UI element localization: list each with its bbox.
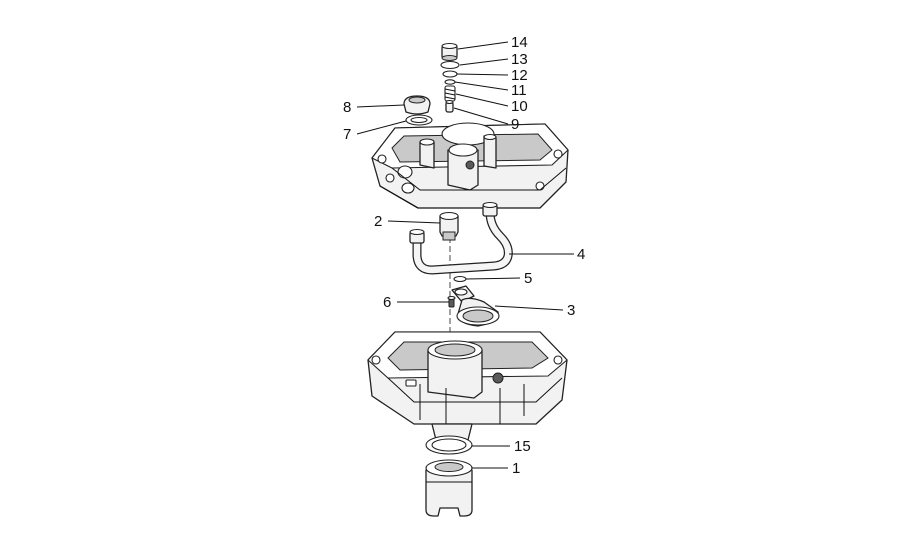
callout-13: 13 — [511, 51, 528, 68]
part-3-strainer — [451, 285, 500, 327]
part-14-plug — [441, 42, 458, 61]
part-7-seal — [405, 114, 433, 126]
part-10-spring — [444, 85, 456, 102]
callout-15: 15 — [514, 438, 531, 455]
callout-10: 10 — [511, 98, 528, 115]
leader-lines — [356, 41, 574, 469]
callout-6: 6 — [383, 294, 391, 311]
callout-12: 12 — [511, 67, 528, 84]
part-9-valve — [445, 99, 454, 113]
callout-3: 3 — [567, 302, 575, 319]
part-8-cap — [403, 95, 431, 115]
part-2-fitting — [439, 211, 459, 241]
callout-11: 11 — [511, 82, 527, 99]
part-4-oil-pipe — [409, 201, 513, 275]
part-13-washer — [440, 60, 460, 70]
callout-14: 14 — [511, 34, 528, 51]
lower-oil-pan — [367, 331, 568, 441]
part-15-gasket — [425, 435, 473, 455]
part-12-washer — [442, 70, 458, 78]
part-6-screw — [447, 295, 456, 308]
upper-sump-casing — [371, 122, 569, 209]
callout-7: 7 — [343, 126, 351, 143]
callout-1: 1 — [512, 460, 520, 477]
callout-2: 2 — [374, 213, 382, 230]
callout-4: 4 — [577, 246, 585, 263]
part-11-oring — [444, 79, 456, 85]
part-5-oring — [453, 275, 467, 283]
part-1-oil-filter — [425, 459, 473, 517]
callout-5: 5 — [524, 270, 532, 287]
callout-8: 8 — [343, 99, 351, 116]
callout-9: 9 — [511, 116, 519, 133]
